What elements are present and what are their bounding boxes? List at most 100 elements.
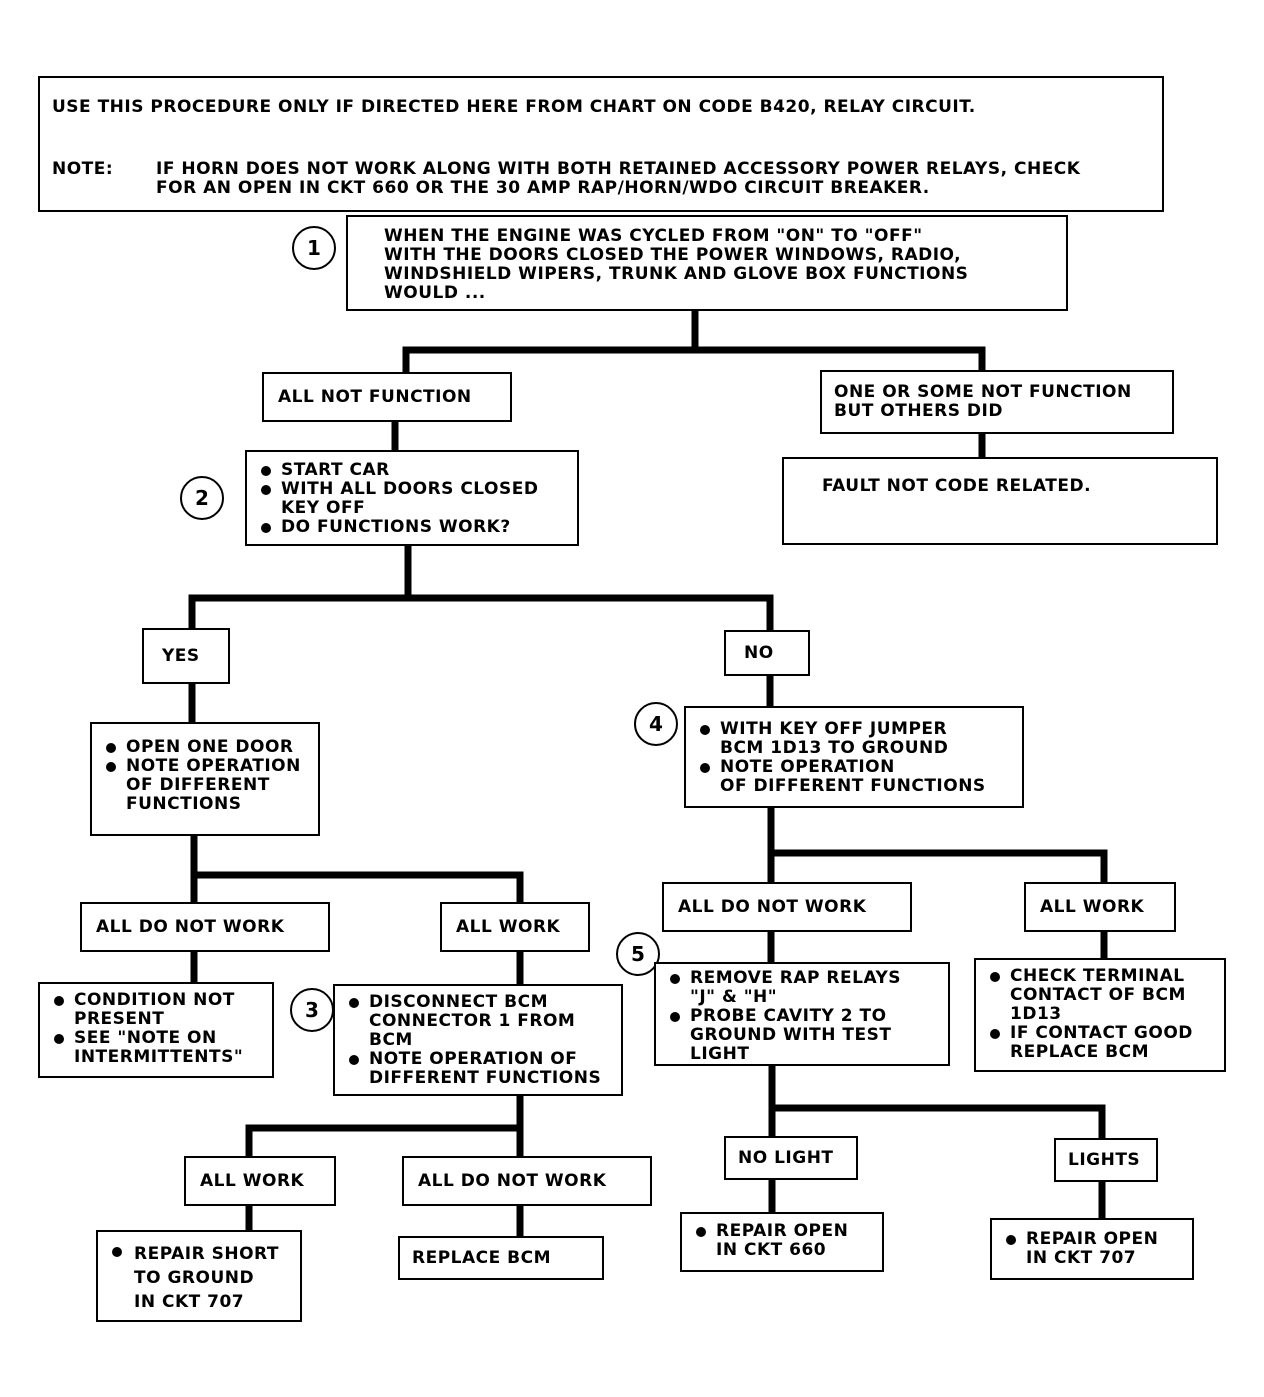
repair-660-line-1: REPAIR OPEN bbox=[716, 1221, 849, 1241]
note-label: NOTE: bbox=[52, 159, 114, 179]
q1-line-4: WOULD ... bbox=[384, 283, 486, 303]
q2-bullet-functions-work: DO FUNCTIONS WORK? bbox=[259, 518, 569, 537]
repair-707-line-1: REPAIR OPEN bbox=[1026, 1229, 1159, 1249]
repair-short-line-3: IN CKT 707 bbox=[134, 1292, 245, 1312]
yes-box: YES bbox=[142, 628, 230, 684]
q2-doors-closed-line-1: WITH ALL DOORS CLOSED bbox=[281, 479, 539, 499]
right-all-work-box: ALL WORK bbox=[1024, 882, 1176, 932]
q5-probe-line-2: GROUND WITH TEST bbox=[690, 1025, 892, 1045]
check-terminal-line-2: CONTACT OF BCM bbox=[1010, 985, 1186, 1005]
question-5-box: REMOVE RAP RELAYS"J" & "H" PROBE CAVITY … bbox=[654, 962, 950, 1066]
q3-disconnect-line-2: CONNECTOR 1 FROM bbox=[369, 1011, 576, 1031]
connector-q1 bbox=[402, 305, 986, 376]
repair-short-line-2: TO GROUND bbox=[134, 1268, 255, 1288]
step-3-circle: 3 bbox=[290, 988, 334, 1032]
left-all-work-box: ALL WORK bbox=[440, 902, 590, 952]
connector-q5 bbox=[768, 1062, 1106, 1142]
procedure-text: USE THIS PROCEDURE ONLY IF DIRECTED HERE… bbox=[52, 97, 976, 117]
note-line-1: IF HORN DOES NOT WORK ALONG WITH BOTH RE… bbox=[156, 159, 1081, 179]
note-operation-line-2: OF DIFFERENT bbox=[126, 775, 270, 795]
check-terminal-line-3: 1D13 bbox=[1010, 1004, 1062, 1024]
q5-remove-line-2: "J" & "H" bbox=[690, 987, 778, 1007]
q1-line-1: WHEN THE ENGINE WAS CYCLED FROM "ON" TO … bbox=[384, 226, 923, 246]
left-all-do-not-work-box: ALL DO NOT WORK bbox=[80, 902, 330, 952]
check-terminal-line-1: CHECK TERMINAL bbox=[1010, 966, 1185, 986]
replace-bcm-box: REPLACE BCM bbox=[398, 1236, 604, 1280]
see-note-line-1: SEE "NOTE ON bbox=[74, 1028, 217, 1048]
q4-note-line-2: OF DIFFERENT FUNCTIONS bbox=[720, 776, 986, 796]
q4-jumper-line-1: WITH KEY OFF JUMPER bbox=[720, 719, 948, 739]
open-door-bullet: OPEN ONE DOOR bbox=[104, 738, 310, 757]
step-5-circle: 5 bbox=[616, 932, 660, 976]
step-4-circle: 4 bbox=[634, 702, 678, 746]
fault-not-code-related-box: FAULT NOT CODE RELATED. bbox=[782, 457, 1218, 545]
repair-short-box: REPAIR SHORT TO GROUND IN CKT 707 bbox=[96, 1230, 302, 1322]
step-1-circle: 1 bbox=[292, 226, 336, 270]
contact-good-line-2: REPLACE BCM bbox=[1010, 1042, 1150, 1062]
connector-q3 bbox=[245, 1091, 524, 1160]
q1-line-3: WINDSHIELD WIPERS, TRUNK AND GLOVE BOX F… bbox=[384, 264, 969, 284]
no-light-box: NO LIGHT bbox=[724, 1136, 858, 1180]
repair-707-line-2: IN CKT 707 bbox=[1026, 1248, 1137, 1268]
q2-bullet-start-car: START CAR bbox=[259, 461, 569, 480]
connector-q4 bbox=[767, 802, 1108, 886]
q3-disconnect-line-3: BCM bbox=[369, 1030, 413, 1050]
q5-remove-line-1: REMOVE RAP RELAYS bbox=[690, 968, 902, 988]
note-line-2: FOR AN OPEN IN CKT 660 OR THE 30 AMP RAP… bbox=[156, 178, 930, 198]
repair-short-bullet: REPAIR SHORT TO GROUND IN CKT 707 bbox=[110, 1242, 292, 1314]
header-box: USE THIS PROCEDURE ONLY IF DIRECTED HERE… bbox=[38, 76, 1164, 212]
note-operation-line-1: NOTE OPERATION bbox=[126, 756, 301, 776]
bottom-all-do-not-work-box: ALL DO NOT WORK bbox=[402, 1156, 652, 1206]
no-box: NO bbox=[724, 630, 810, 676]
q5-probe-line-3: LIGHT bbox=[690, 1044, 750, 1064]
see-note-line-2: INTERMITTENTS" bbox=[74, 1047, 244, 1067]
contact-good-line-1: IF CONTACT GOOD bbox=[1010, 1023, 1193, 1043]
q1-line-2: WITH THE DOORS CLOSED THE POWER WINDOWS,… bbox=[384, 245, 962, 265]
connector-q2 bbox=[188, 540, 774, 636]
q4-jumper-line-2: BCM 1D13 TO GROUND bbox=[720, 738, 949, 758]
lights-box: LIGHTS bbox=[1054, 1138, 1158, 1182]
right-all-do-not-work-box: ALL DO NOT WORK bbox=[662, 882, 912, 932]
note-operation-line-3: FUNCTIONS bbox=[126, 794, 242, 814]
bottom-all-work-box: ALL WORK bbox=[184, 1156, 336, 1206]
repair-short-line-1: REPAIR SHORT bbox=[134, 1244, 279, 1264]
q5-bullet-remove-relays: REMOVE RAP RELAYS"J" & "H" bbox=[668, 969, 940, 1007]
fault-not-code-related-text: FAULT NOT CODE RELATED. bbox=[822, 476, 1092, 496]
condition-line-2: PRESENT bbox=[74, 1009, 165, 1029]
q4-note-line-1: NOTE OPERATION bbox=[720, 757, 895, 777]
some-not-function-box: ONE OR SOME NOT FUNCTION BUT OTHERS DID bbox=[820, 370, 1174, 434]
step-2-circle: 2 bbox=[180, 476, 224, 520]
q2-doors-closed-line-2: KEY OFF bbox=[281, 498, 366, 518]
connector-open-door bbox=[190, 831, 524, 906]
q3-disconnect-line-1: DISCONNECT BCM bbox=[369, 992, 549, 1012]
some-not-function-line-1: ONE OR SOME NOT FUNCTION bbox=[834, 382, 1132, 402]
some-not-function-line-2: BUT OTHERS DID bbox=[834, 401, 1003, 421]
question-1-box: WHEN THE ENGINE WAS CYCLED FROM "ON" TO … bbox=[346, 215, 1068, 311]
condition-line-1: CONDITION NOT bbox=[74, 990, 235, 1010]
q3-note-line-1: NOTE OPERATION OF bbox=[369, 1049, 578, 1069]
all-not-function-box: ALL NOT FUNCTION bbox=[262, 372, 512, 422]
q5-probe-line-1: PROBE CAVITY 2 TO bbox=[690, 1006, 887, 1026]
